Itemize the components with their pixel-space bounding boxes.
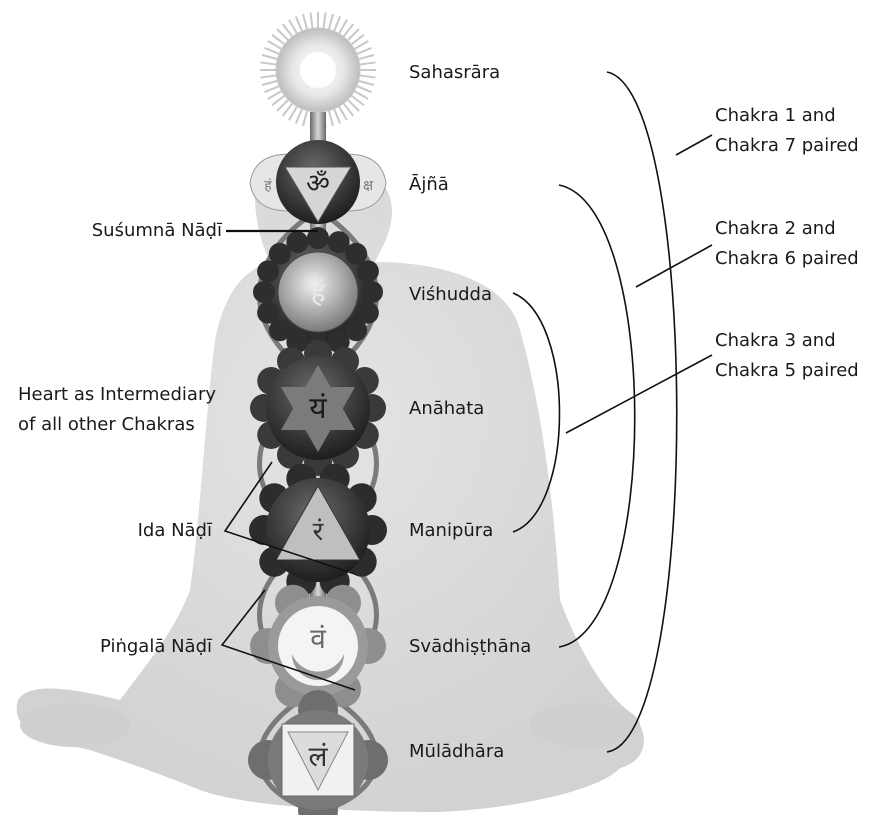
ajna-left-petal-symbol: हं: [264, 178, 272, 194]
chakra-manipura: [249, 463, 387, 597]
lotus-petal: [361, 281, 383, 303]
lotus-petal: [286, 231, 309, 254]
label-vishuddha: Viśhudda: [409, 284, 492, 305]
muladhara-symbol: लं: [309, 740, 329, 773]
pair-pointer-1-7: [675, 134, 713, 156]
label-ajna: Ājñā: [409, 174, 449, 195]
lotus-petal: [307, 227, 329, 249]
svadhisthana-symbol: वं: [310, 622, 326, 655]
ajna-symbol: ॐ: [306, 169, 330, 199]
lotus-petal: [345, 242, 368, 265]
manipura-symbol: रं: [313, 517, 325, 547]
chakra-svadhisthana: [250, 584, 386, 708]
pingala-leader: [220, 589, 356, 691]
lotus-petal: [345, 319, 368, 342]
lotus-petal: [268, 242, 291, 265]
pair-3-5-line1: Chakra 3 and: [715, 330, 836, 351]
label-sahasrara: Sahasrāra: [409, 62, 501, 83]
anahata-symbol: यं: [309, 391, 327, 426]
leader-lines: [220, 71, 713, 753]
sahasrara-lotus-icon: [260, 12, 376, 128]
label-ida-nadi: Ida Nāḍī: [137, 520, 212, 541]
lotus-petal: [356, 260, 379, 283]
label-manipura: Manipūra: [409, 520, 494, 541]
pair-pointer-3-5: [565, 354, 713, 434]
pair-3-5-line2: Chakra 5 paired: [715, 360, 859, 381]
chakra-ajna: [249, 140, 387, 224]
vishuddha-symbol: हं: [311, 276, 327, 309]
label-muladhara: Mūlādhāra: [409, 741, 505, 762]
ida-leader: [223, 461, 356, 575]
lotus-petal: [257, 301, 280, 324]
chakra-muladhara: [248, 690, 388, 819]
label-anahata: Anāhata: [409, 398, 485, 419]
pair-2-6-line1: Chakra 2 and: [715, 218, 836, 239]
lotus-petal: [268, 319, 291, 342]
lotus-petal: [327, 231, 350, 254]
lotus-petal: [356, 301, 379, 324]
chakra-vishuddha: [253, 227, 383, 357]
pair-arc-1-7: [606, 71, 678, 753]
pair-2-6-line2: Chakra 6 paired: [715, 248, 859, 269]
lotus-petal: [253, 281, 275, 303]
pair-arc-3-5: [512, 292, 561, 533]
lotus-petal: [257, 260, 280, 283]
label-pingala-nadi: Piṅgalā Nāḍī: [100, 636, 212, 657]
label-svadhisthana: Svādhiṣṭhāna: [409, 636, 532, 657]
pair-1-7-line2: Chakra 7 paired: [715, 135, 859, 156]
heart-note-line2: of all other Chakras: [18, 414, 195, 435]
ajna-right-petal-symbol: क्ष: [363, 178, 374, 194]
pair-1-7-line1: Chakra 1 and: [715, 105, 836, 126]
heart-note-line1: Heart as Intermediary: [18, 384, 216, 405]
label-susumna-nadi: Suśumnā Nāḍī: [91, 220, 222, 241]
chakra-anahata: [250, 340, 386, 476]
pair-pointer-2-6: [635, 244, 713, 288]
pair-arc-2-6: [558, 184, 636, 648]
